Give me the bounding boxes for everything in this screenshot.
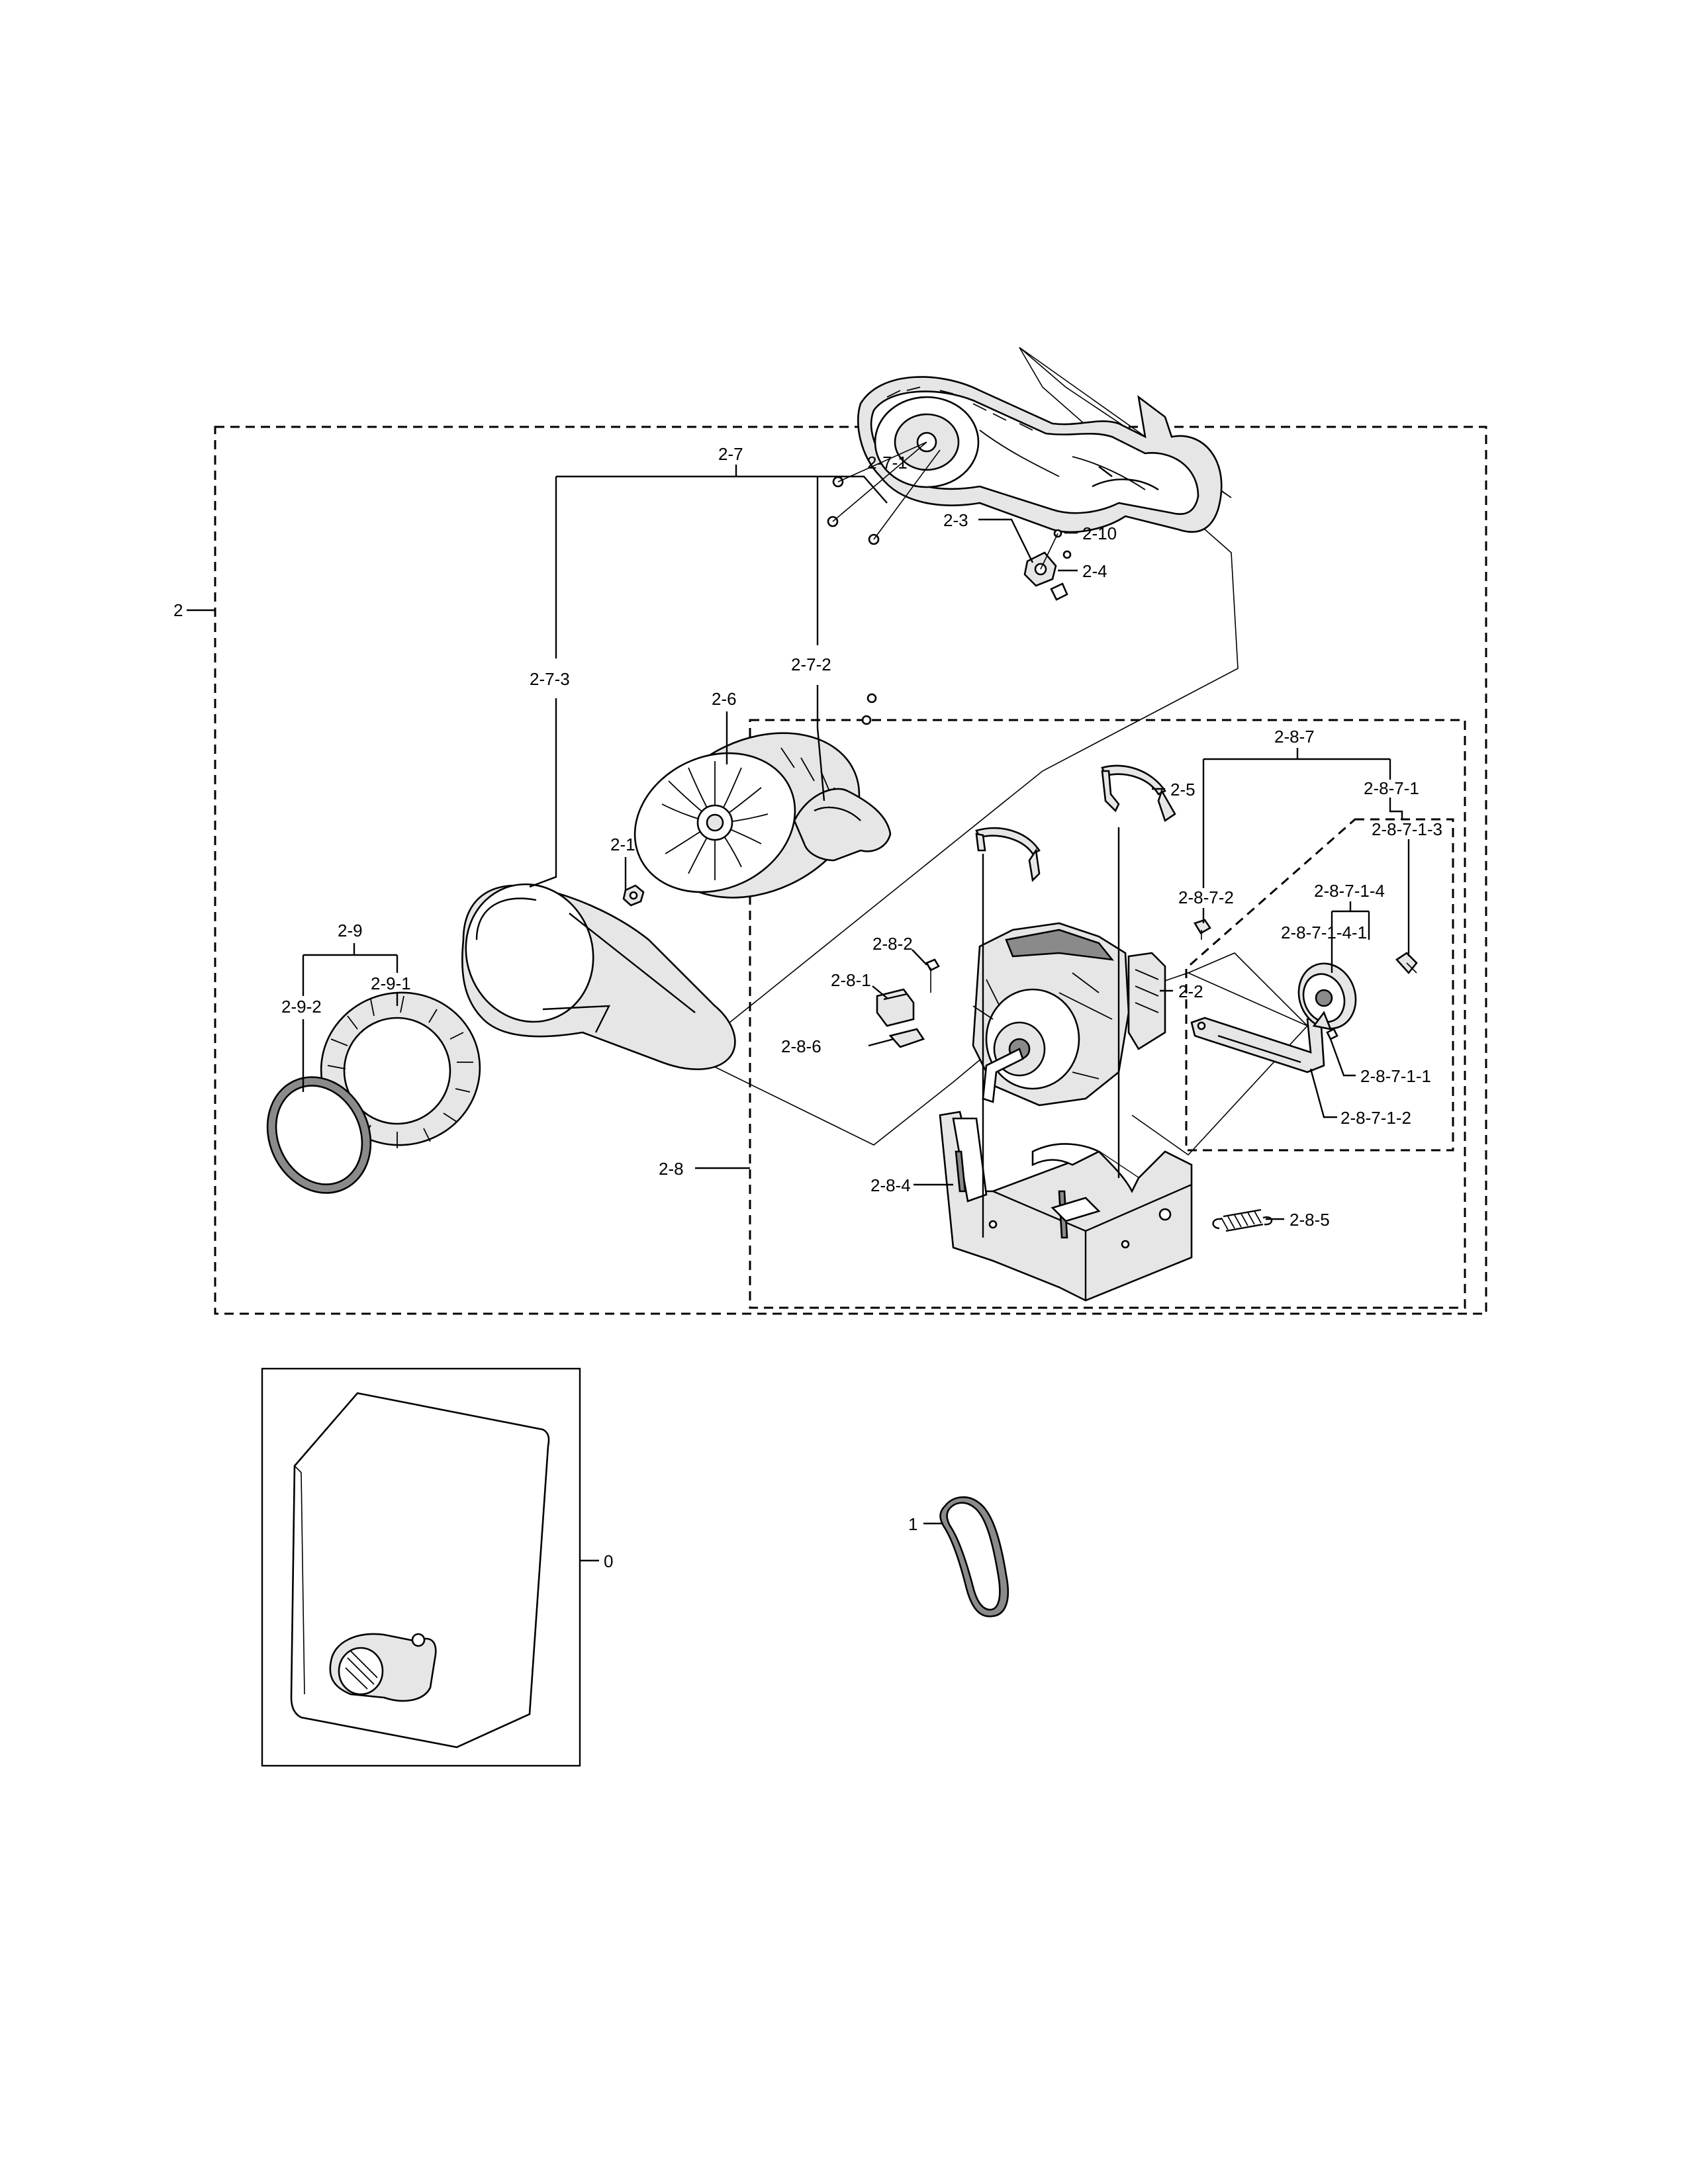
label-2-8-7-1-1: 2-8-7-1-1 [1360,1066,1431,1086]
label-0: 0 [604,1551,613,1571]
label-2-2: 2-2 [1178,981,1203,1001]
label-2-8-7-1-2: 2-8-7-1-2 [1340,1108,1411,1128]
label-2-5: 2-5 [1170,780,1196,799]
label-2-8-7-1-4: 2-8-7-1-4 [1314,881,1385,901]
label-2-8-7-1-3: 2-8-7-1-3 [1372,819,1442,839]
motor-clamps [975,764,1176,882]
idler-bracket-small [1023,529,1072,601]
screw-set [827,441,941,725]
blower-nut [622,884,645,907]
blower-housing-front [461,883,736,1070]
label-2-8-6: 2-8-6 [781,1036,821,1056]
label-2-6: 2-6 [712,689,737,709]
front-plate-ring [320,991,481,1148]
leader-lines [187,465,1410,1562]
label-2-8-7-2: 2-8-7-2 [1178,887,1234,907]
label-2-8: 2-8 [659,1159,684,1179]
label-2-8-7-1-4-1: 2-8-7-1-4-1 [1281,923,1367,942]
idler-pulley [1297,952,1418,1040]
label-2: 2 [173,600,183,620]
label-2-1: 2-1 [610,835,635,854]
callout-labels: 2-7 2-7-1 2-3 2-10 2-4 2-7-3 2-7-2 2-6 2… [173,444,1442,1571]
label-2-7-2: 2-7-2 [791,655,831,674]
label-2-7-3: 2-7-3 [530,669,570,689]
label-2-7-1: 2-7-1 [867,453,908,473]
idler-screw [1194,919,1211,940]
duct-seal [793,788,892,862]
label-2-9: 2-9 [338,921,363,940]
idler-arm [1190,1015,1325,1073]
package-inset-frame [261,1367,581,1767]
label-1: 1 [908,1514,917,1534]
tension-spring [1212,1208,1273,1232]
motor-plane-top [1188,952,1308,1026]
label-2-8-7: 2-8-7 [1274,727,1315,747]
felt-seal-ring [266,1076,372,1194]
label-2-4: 2-4 [1082,561,1107,581]
label-2-9-1: 2-9-1 [371,974,411,993]
drive-motor [972,922,1166,1107]
group-2-8-boundary [749,719,1466,1309]
label-2-8-5: 2-8-5 [1289,1210,1330,1230]
label-2-8-1: 2-8-1 [831,970,871,990]
label-2-7: 2-7 [718,444,743,464]
label-2-10: 2-10 [1082,523,1117,543]
group-2-8-7-1-boundary [1185,818,1454,1152]
label-2-8-7-1: 2-8-7-1 [1364,778,1419,798]
drive-belt [939,1496,1009,1617]
package-blower-assembly [329,1633,437,1702]
motor-switch [876,958,940,1048]
label-2-8-4: 2-8-4 [870,1175,911,1195]
group-2-boundary [214,426,1487,1315]
label-2-8-2: 2-8-2 [872,934,913,954]
label-2-9-2: 2-9-2 [281,997,322,1017]
label-2-3: 2-3 [943,510,968,530]
blower-wheel [633,732,861,899]
motor-mount-base [939,1111,1193,1302]
